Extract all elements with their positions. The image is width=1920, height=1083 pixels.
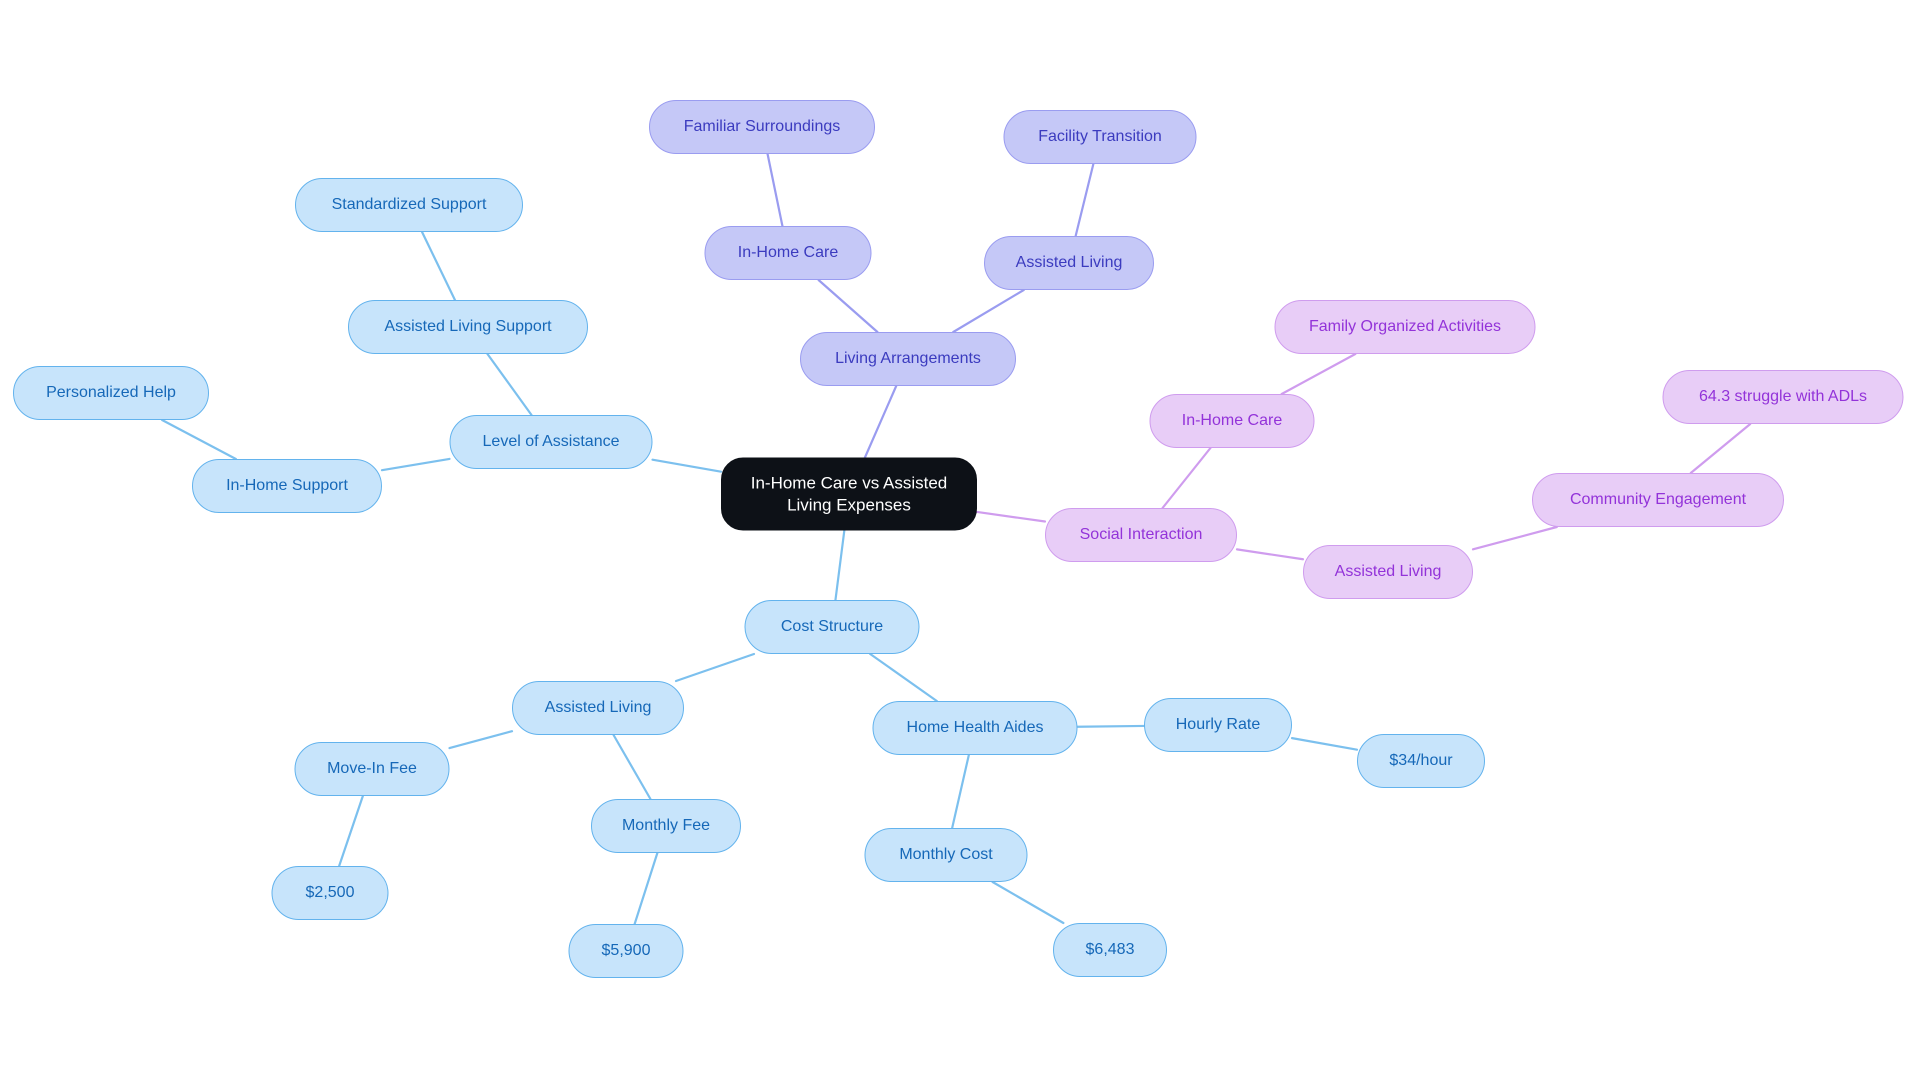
mindmap-edge-root-to-level-of-assistance [651,458,723,473]
mindmap-node-root[interactable]: In-Home Care vs Assisted Living Expenses [721,457,977,531]
mindmap-edge-social-assisted-living-to-community-engagement [1471,525,1558,551]
mindmap-node-social-assisted-living[interactable]: Assisted Living [1303,545,1473,599]
mindmap-node-community-engagement[interactable]: Community Engagement [1532,473,1784,527]
mindmap-edge-cost-structure-to-cost-assisted-living [674,652,756,683]
mindmap-edge-social-interaction-to-social-in-home-care [1161,446,1212,510]
mindmap-edge-home-health-aides-to-hourly-rate [1076,724,1146,728]
mindmap-node-family-organized-activities[interactable]: Family Organized Activities [1274,300,1536,354]
mindmap-node-monthly-fee-value[interactable]: $5,900 [568,924,684,978]
mindmap-node-social-interaction[interactable]: Social Interaction [1045,508,1237,562]
mindmap-edge-level-of-assistance-to-in-home-support [380,457,451,472]
mindmap-node-assisted-living-support[interactable]: Assisted Living Support [348,300,588,354]
mindmap-node-home-health-aides[interactable]: Home Health Aides [872,701,1078,755]
mindmap-edge-social-interaction-to-social-assisted-living [1235,548,1305,561]
mindmap-edge-level-of-assistance-to-assisted-living-support [486,352,533,417]
mindmap-node-monthly-fee[interactable]: Monthly Fee [591,799,741,853]
mindmap-edge-community-engagement-to-adls-stat [1689,422,1752,475]
mindmap-node-move-in-fee[interactable]: Move-In Fee [294,742,450,796]
mindmap-edge-social-in-home-care-to-family-organized-activities [1280,352,1357,396]
mindmap-node-social-in-home-care[interactable]: In-Home Care [1149,394,1315,448]
mindmap-edge-root-to-living-arrangements [863,384,898,459]
mindmap-node-in-home-support[interactable]: In-Home Support [192,459,382,513]
mindmap-edge-root-to-cost-structure [834,529,846,602]
mindmap-node-hourly-rate[interactable]: Hourly Rate [1144,698,1292,752]
mindmap-node-adls-stat[interactable]: 64.3 struggle with ADLs [1662,370,1904,424]
mindmap-node-facility-transition[interactable]: Facility Transition [1003,110,1197,164]
mindmap-node-living-assisted-living[interactable]: Assisted Living [984,236,1154,290]
mindmap-edge-move-in-fee-to-move-in-value [338,794,364,868]
mindmap-node-monthly-cost[interactable]: Monthly Cost [864,828,1028,882]
mindmap-edge-living-arrangements-to-living-assisted-living [952,288,1025,334]
mindmap-edge-cost-structure-to-home-health-aides [869,652,938,703]
mindmap-node-personalized-help[interactable]: Personalized Help [13,366,209,420]
mindmap-node-level-of-assistance[interactable]: Level of Assistance [449,415,653,469]
mindmap-edge-living-in-home-care-to-familiar-surroundings [766,152,784,228]
mindmap-edge-hourly-rate-to-hourly-rate-value [1290,737,1359,751]
mindmap-node-move-in-value[interactable]: $2,500 [271,866,389,920]
mindmap-node-cost-assisted-living[interactable]: Assisted Living [512,681,684,735]
mindmap-edge-cost-assisted-living-to-monthly-fee [612,733,652,801]
mindmap-node-living-in-home-care[interactable]: In-Home Care [704,226,872,280]
mindmap-node-familiar-surroundings[interactable]: Familiar Surroundings [649,100,875,154]
mindmap-edge-in-home-support-to-personalized-help [160,418,238,461]
mindmap-node-living-arrangements[interactable]: Living Arrangements [800,332,1016,386]
mindmap-edge-home-health-aides-to-monthly-cost [951,753,970,830]
mindmap-edge-living-assisted-living-to-facility-transition [1074,162,1095,238]
mindmap-edge-assisted-living-support-to-standardized-support [420,230,457,302]
mindmap-node-standardized-support[interactable]: Standardized Support [295,178,523,232]
mindmap-edge-living-arrangements-to-living-in-home-care [817,278,879,334]
mindmap-node-hourly-rate-value[interactable]: $34/hour [1357,734,1485,788]
mindmap-edge-monthly-fee-to-monthly-fee-value [633,851,659,926]
mindmap-node-cost-structure[interactable]: Cost Structure [744,600,920,654]
mindmap-edge-monthly-cost-to-monthly-cost-value [991,880,1065,925]
mindmap-node-monthly-cost-value[interactable]: $6,483 [1053,923,1167,977]
mindmap-edge-root-to-social-interaction [975,510,1047,523]
mindmap-edge-cost-assisted-living-to-move-in-fee [448,730,514,750]
